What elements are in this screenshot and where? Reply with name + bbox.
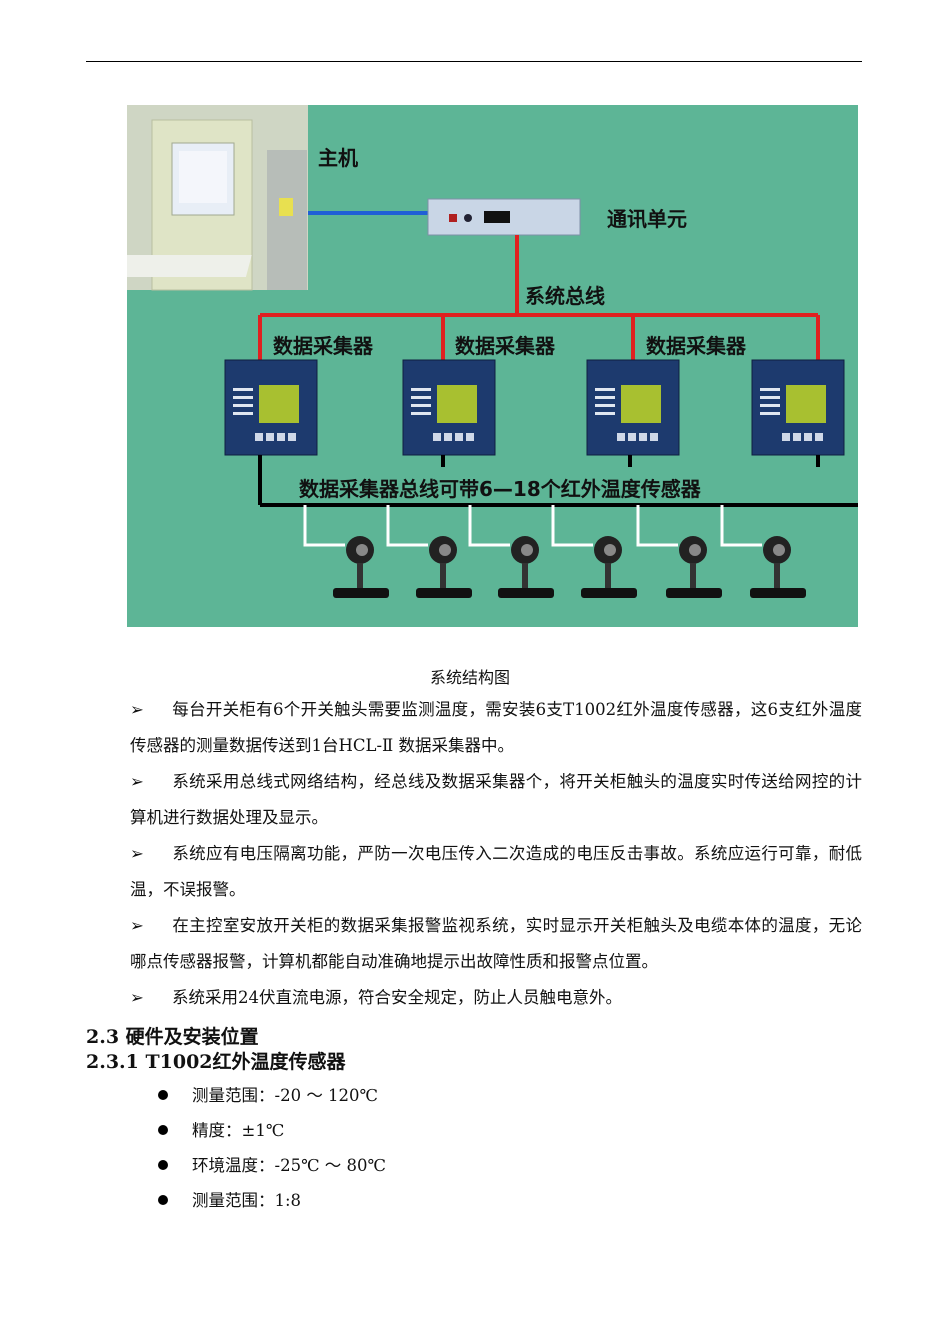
arrow-bullet-icon: ➢ <box>130 844 144 863</box>
bullet-dot-icon <box>158 1089 168 1100</box>
subsection-heading: 2.3.1 T1002红外温度传感器 <box>86 1051 346 1073</box>
arrow-bullet-icon: ➢ <box>130 916 144 935</box>
collector-bus-lines <box>258 455 858 507</box>
bullet-paragraph: ➢ 系统采用24伏直流电源，符合安全规定，防止人员触电意外。 <box>130 980 862 1016</box>
host-label: 主机 <box>318 146 358 170</box>
spec-item: 测量范围：1:8 <box>158 1187 301 1211</box>
collector-label: 数据采集器 <box>646 334 747 358</box>
system-bus-label: 系统总线 <box>525 284 605 308</box>
data-collector-device <box>224 359 318 456</box>
data-collector-device <box>402 359 496 456</box>
infrared-sensor <box>386 505 472 598</box>
paragraph-text: 每台开关柜有6个开关触头需要监测温度，需安装6支T1002红外温度传感器，这6支… <box>130 700 862 755</box>
bullet-paragraph: ➢系统应有电压隔离功能，严防一次电压传入二次造成的电压反击事故。系统应运行可靠，… <box>130 836 862 908</box>
spec-text: 环境温度：-25℃ ～ 80℃ <box>192 1156 386 1175</box>
comm-unit-label: 通讯单元 <box>607 207 687 231</box>
bullet-dot-icon <box>158 1194 168 1205</box>
arrow-bullet-icon: ➢ <box>130 988 144 1007</box>
infrared-sensor <box>551 505 637 598</box>
collector-label: 数据采集器 <box>273 334 374 358</box>
header-rule <box>86 61 862 62</box>
spec-text: 精度：±1℃ <box>192 1121 285 1140</box>
infrared-sensor <box>720 505 806 598</box>
arrow-bullet-icon: ➢ <box>130 700 144 719</box>
bullet-paragraph: ➢每台开关柜有6个开关触头需要监测温度，需安装6支T1002红外温度传感器，这6… <box>130 692 862 764</box>
figure-caption: 系统结构图 <box>429 668 510 687</box>
paragraph-text: 系统采用24伏直流电源，符合安全规定，防止人员触电意外。 <box>172 988 622 1007</box>
spec-text: 测量范围：1:8 <box>192 1191 302 1210</box>
paragraph-text: 系统采用总线式网络结构，经总线及数据采集器个，将开关柜触头的温度实时传送给网控的… <box>130 772 862 827</box>
paragraph-text: 系统应有电压隔离功能，严防一次电压传入二次造成的电压反击事故。系统应运行可靠，耐… <box>130 844 862 899</box>
system-bus-lines <box>258 235 820 365</box>
spec-item: 精度：±1℃ <box>158 1117 284 1141</box>
bullet-paragraph: ➢系统采用总线式网络结构，经总线及数据采集器个，将开关柜触头的温度实时传送给网控… <box>130 764 862 836</box>
arrow-bullet-icon: ➢ <box>130 772 144 791</box>
collector-label: 数据采集器 <box>455 334 556 358</box>
bullet-dot-icon <box>158 1124 168 1135</box>
comm-unit-device <box>427 198 581 236</box>
system-structure-diagram: 主机 通讯单元 系统总线 数据采集器 数据采集器 数据采集器 <box>127 105 858 627</box>
data-collector-device <box>751 359 845 456</box>
section-heading: 2.3 硬件及安装位置 <box>86 1026 259 1048</box>
bullet-paragraph: ➢在主控室安放开关柜的数据采集报警监视系统，实时显示开关柜触头及电缆本体的温度，… <box>130 908 862 980</box>
collector-bus-label: 数据采集器总线可带6—18个红外温度传感器 <box>299 477 702 501</box>
spec-text: 测量范围：-20 ～ 120℃ <box>192 1086 379 1105</box>
spec-item: 测量范围：-20 ～ 120℃ <box>158 1082 378 1106</box>
infrared-sensor <box>636 505 722 598</box>
spec-item: 环境温度：-25℃ ～ 80℃ <box>158 1152 386 1176</box>
host-computer-cabinet <box>127 105 308 291</box>
paragraph-text: 在主控室安放开关柜的数据采集报警监视系统，实时显示开关柜触头及电缆本体的温度，无… <box>130 916 862 971</box>
infrared-sensor <box>468 505 554 598</box>
infrared-sensor <box>303 505 389 598</box>
bullet-dot-icon <box>158 1159 168 1170</box>
data-collector-device <box>586 359 680 456</box>
